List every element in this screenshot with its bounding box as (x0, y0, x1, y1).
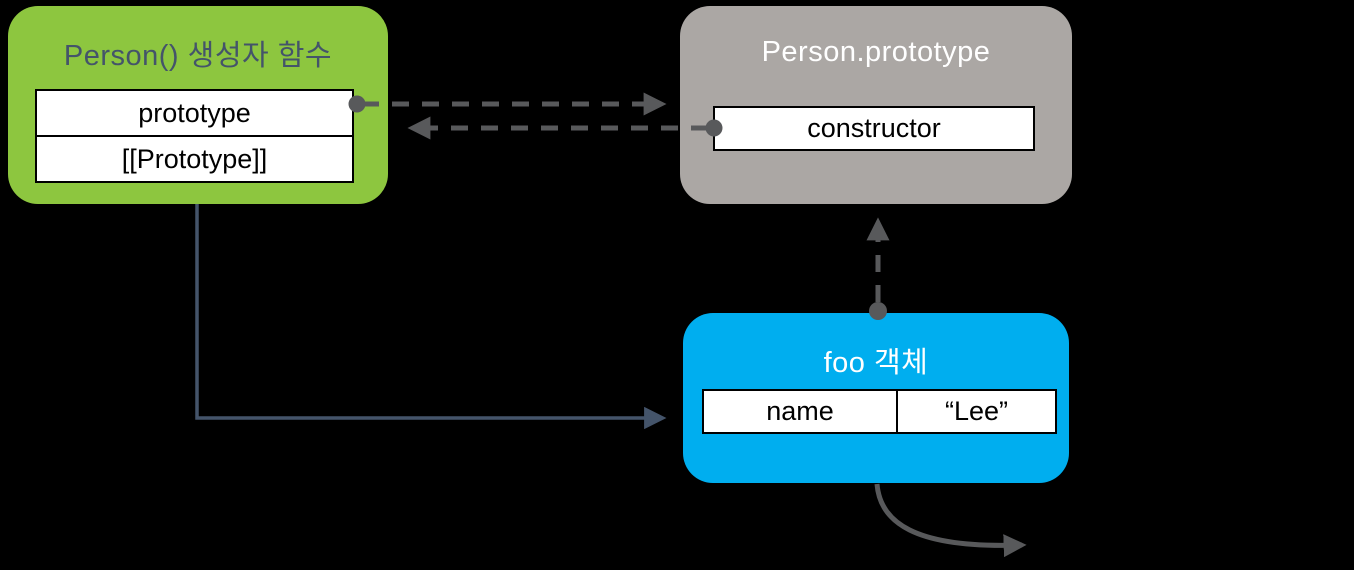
arrow-prototype-chain-continues (874, 483, 1027, 558)
foo-property-value: “Lee” (944, 396, 1009, 426)
slot-constructor: constructor (713, 106, 1035, 151)
node-person-prototype-title: Person.prototype (761, 36, 991, 68)
foo-property-row: name “Lee” (702, 389, 1057, 434)
slot-prototype: prototype (35, 89, 354, 137)
node-foo-object-title: foo 객체 (823, 347, 929, 379)
foo-property-key: name (704, 391, 898, 432)
node-person-prototype: Person.prototype constructor (680, 6, 1072, 204)
arrow-person-constructor-to-foo (195, 204, 667, 430)
node-foo-object: foo 객체 name “Lee” (683, 313, 1069, 483)
slot-internal-prototype: [[Prototype]] (35, 137, 354, 183)
node-person-constructor: Person() 생성자 함수 prototype [[Prototype]] (8, 6, 388, 204)
node-person-constructor-title: Person() 생성자 함수 (63, 40, 333, 72)
person-constructor-slots: prototype [[Prototype]] (35, 89, 354, 183)
